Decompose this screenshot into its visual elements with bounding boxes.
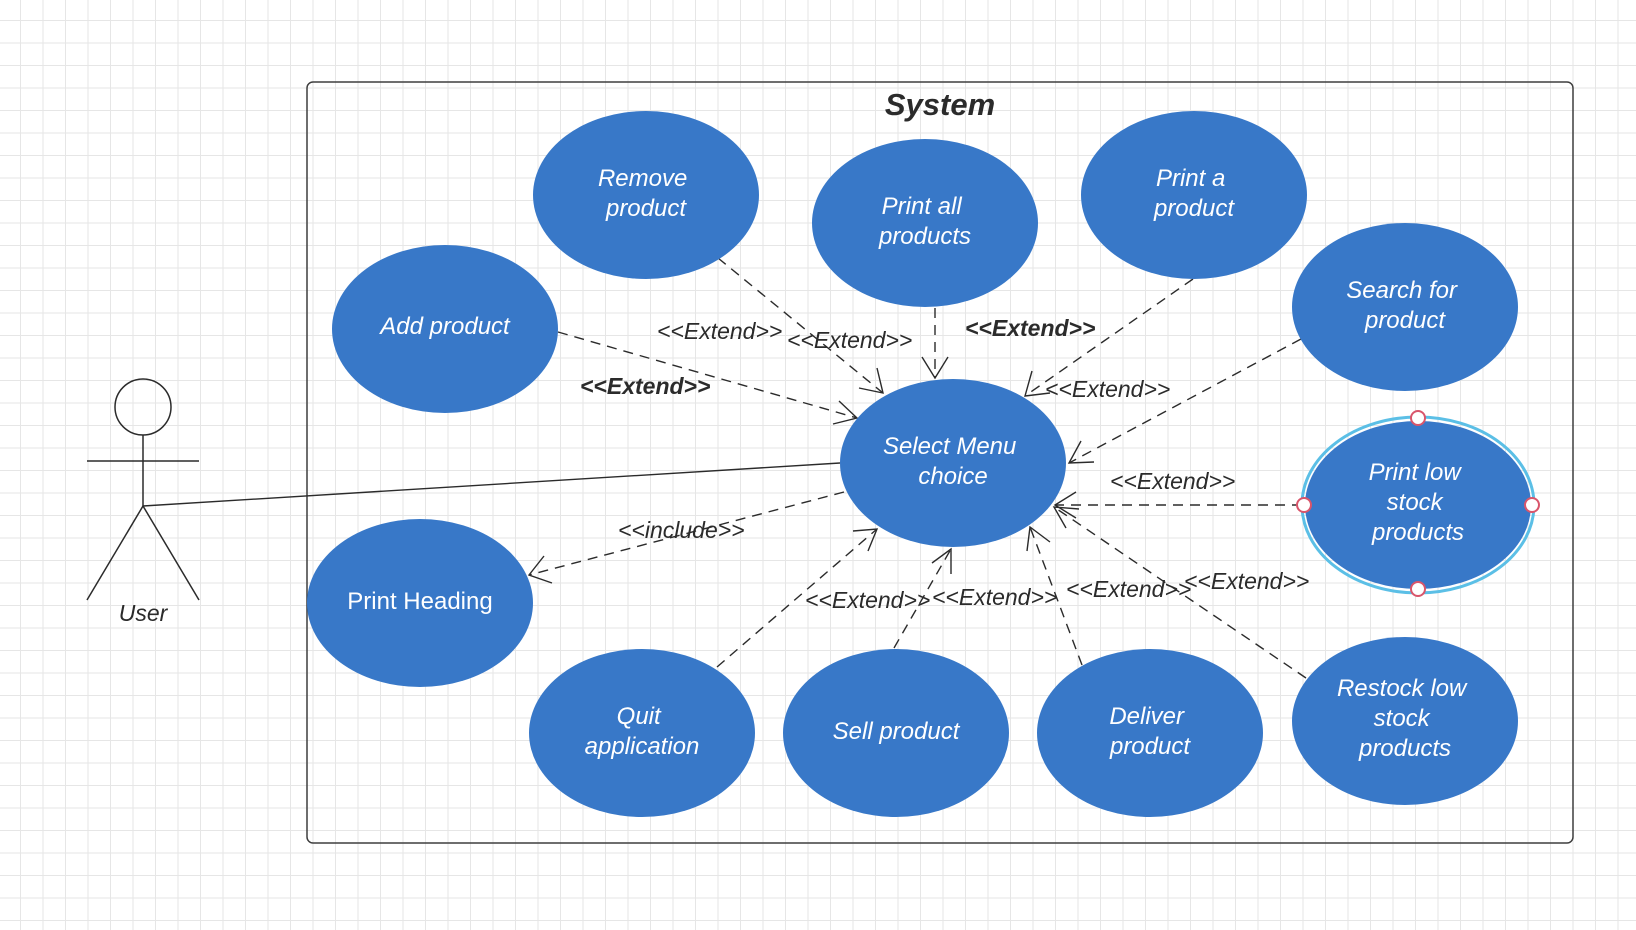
actor-left-leg [86, 505, 144, 601]
system-title: System [885, 87, 995, 122]
use-case-add-product[interactable]: Add product [332, 245, 558, 413]
relationship-labels: <<Extend>> <<Extend>> <<Extend>> <<Exten… [580, 315, 1309, 613]
relationship-edges [527, 257, 1307, 679]
actor-right-leg [142, 505, 200, 601]
use-case-print-low[interactable]: Print low stock products [1296, 410, 1540, 597]
use-case-print-heading[interactable]: Print Heading [307, 519, 533, 687]
association-line[interactable] [142, 462, 841, 507]
arrowhead-print-all [921, 356, 949, 380]
include-label-print-heading: <<include>> [618, 517, 745, 543]
use-case-restock-shape[interactable] [1292, 637, 1518, 805]
edge-print-a[interactable] [1024, 278, 1194, 397]
extend-label-remove-product: <<Extend>> [657, 318, 782, 344]
use-case-quit[interactable]: Quit application [529, 649, 755, 817]
use-case-add-product-shape[interactable] [332, 245, 558, 413]
user-actor[interactable] [86, 378, 200, 601]
resize-handle-right[interactable] [1524, 497, 1540, 513]
actor-label: User [119, 600, 169, 626]
use-case-print-heading-shape[interactable] [307, 519, 533, 687]
edge-print-heading[interactable] [528, 491, 845, 576]
arrowhead-add-product [832, 400, 859, 425]
use-case-print-low-shape[interactable] [1305, 421, 1531, 589]
use-case-add-product-label: Add product [378, 313, 511, 340]
use-case-print-all-shape[interactable] [812, 139, 1038, 307]
extend-label-search: <<Extend>> [1045, 376, 1170, 402]
use-case-print-heading-label: Print Heading [347, 588, 492, 615]
arrowhead-deliver [1026, 525, 1051, 552]
resize-handle-left[interactable] [1296, 497, 1312, 513]
resize-handle-bottom[interactable] [1410, 581, 1426, 597]
use-case-remove-product-shape[interactable] [533, 111, 759, 279]
edge-quit[interactable] [716, 528, 878, 668]
actor-head [114, 378, 172, 436]
extend-label-print-low: <<Extend>> [1110, 468, 1235, 494]
arrowhead-search [1067, 440, 1095, 464]
use-case-print-a[interactable]: Print a product [1081, 111, 1307, 279]
use-case-restock-label: Restock low stock products [1337, 675, 1473, 762]
arrowhead-print-low [1053, 491, 1077, 519]
extend-label-quit: <<Extend>> [805, 587, 930, 613]
use-case-search[interactable]: Search for product [1292, 223, 1518, 391]
resize-handle-top[interactable] [1410, 410, 1426, 426]
use-case-print-a-shape[interactable] [1081, 111, 1307, 279]
arrowhead-restock [1052, 506, 1080, 529]
use-case-print-low-label: Print low stock products [1369, 459, 1468, 546]
use-case-select-menu-label: Select Menu choice [883, 433, 1023, 490]
use-case-sell[interactable]: Sell product [783, 649, 1009, 817]
use-case-quit-label: Quit application [585, 703, 700, 760]
use-case-remove-product-label: Remove product [598, 165, 694, 222]
extend-label-add-product: <<Extend>> [580, 373, 710, 399]
extend-label-print-a: <<Extend>> [965, 315, 1095, 341]
use-case-restock[interactable]: Restock low stock products [1292, 637, 1518, 805]
use-case-deliver-label: Deliver product [1109, 703, 1191, 760]
use-case-sell-label: Sell product [833, 718, 961, 745]
extend-label-deliver: <<Extend>> [1066, 576, 1191, 602]
use-case-select-menu[interactable]: Select Menu choice [840, 379, 1066, 547]
edge-search[interactable] [1068, 338, 1302, 464]
system-boundary[interactable] [306, 81, 1574, 844]
use-case-deliver-shape[interactable] [1037, 649, 1263, 817]
use-case-remove-product[interactable]: Remove product [533, 111, 759, 279]
edge-sell[interactable] [893, 548, 952, 649]
use-case-select-menu-shape[interactable] [840, 379, 1066, 547]
extend-label-print-all: <<Extend>> [787, 327, 912, 353]
use-case-search-label: Search for product [1346, 277, 1463, 334]
use-case-sell-shape[interactable] [783, 649, 1009, 817]
use-case-print-a-label: Print a product [1153, 165, 1235, 222]
extend-label-sell: <<Extend>> [932, 584, 1057, 610]
use-case-quit-shape[interactable] [529, 649, 755, 817]
arrowhead-sell [931, 547, 952, 574]
use-case-print-all-label: Print all products [878, 193, 971, 250]
arrowhead-remove-product [858, 367, 884, 394]
arrowhead-print-a [1024, 370, 1051, 397]
edge-deliver[interactable] [1029, 526, 1083, 666]
edge-add-product[interactable] [557, 331, 858, 419]
use-case-deliver[interactable]: Deliver product [1037, 649, 1263, 817]
use-case-print-all[interactable]: Print all products [812, 139, 1038, 307]
arrowhead-print-heading [527, 555, 553, 584]
extend-label-restock: <<Extend>> [1184, 568, 1309, 594]
use-case-search-shape[interactable] [1292, 223, 1518, 391]
arrowhead-quit [852, 528, 879, 552]
edge-remove-product[interactable] [717, 257, 884, 394]
